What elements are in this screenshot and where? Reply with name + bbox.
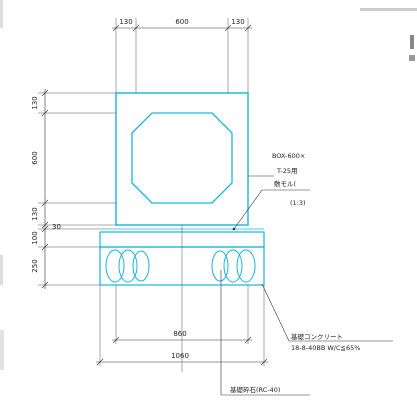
- dim-left-top-slab: 130: [31, 96, 39, 109]
- dim-top-left: 130: [119, 18, 132, 26]
- concrete-note: 基礎コンクリート 18-8-40BB W/C≦65%: [261, 283, 393, 352]
- edge-fragment: [0, 255, 3, 285]
- box-spec-note: BOX-600× T-25用: [248, 152, 305, 177]
- mortar-line-1: 敷モル(: [274, 179, 297, 188]
- box-spec-line-1: BOX-600×: [272, 152, 305, 160]
- edge-fragment: [0, 0, 3, 28]
- edge-fragment: [0, 330, 4, 370]
- stone-line: 基礎砕石(RC-40): [230, 385, 280, 394]
- left-dimension: 130 600 130 30 100 250: [31, 89, 116, 289]
- box-spec-line-2: T-25用: [276, 167, 298, 175]
- dim-bottom-outer: 1060: [171, 352, 189, 360]
- dim-left-base-concrete: 100: [31, 231, 39, 244]
- crushed-stone-hatch: [105, 249, 256, 283]
- dim-left-crushed-stone: 250: [31, 259, 39, 272]
- dim-top-center: 600: [175, 18, 188, 26]
- edge-fragment: [360, 8, 417, 11]
- edge-fragment: [410, 35, 414, 49]
- dim-left-bottom-slab: 130: [31, 207, 39, 220]
- dim-top-right: 130: [231, 18, 244, 26]
- top-dimension: 130 600 130: [112, 18, 252, 93]
- dim-bottom-inner: 860: [173, 330, 186, 338]
- stone-note: 基礎砕石(RC-40): [220, 270, 310, 396]
- concrete-line-2: 18-8-40BB W/C≦65%: [291, 344, 360, 352]
- mortar-note: 敷モル( (1:3): [232, 179, 310, 231]
- dim-left-mortar: 30: [52, 223, 61, 231]
- dim-left-opening: 600: [31, 151, 39, 164]
- mortar-line-2: (1:3): [290, 199, 306, 207]
- edge-fragment: [409, 55, 415, 61]
- box-culvert-opening: [131, 112, 233, 204]
- concrete-line-1: 基礎コンクリート: [291, 332, 343, 341]
